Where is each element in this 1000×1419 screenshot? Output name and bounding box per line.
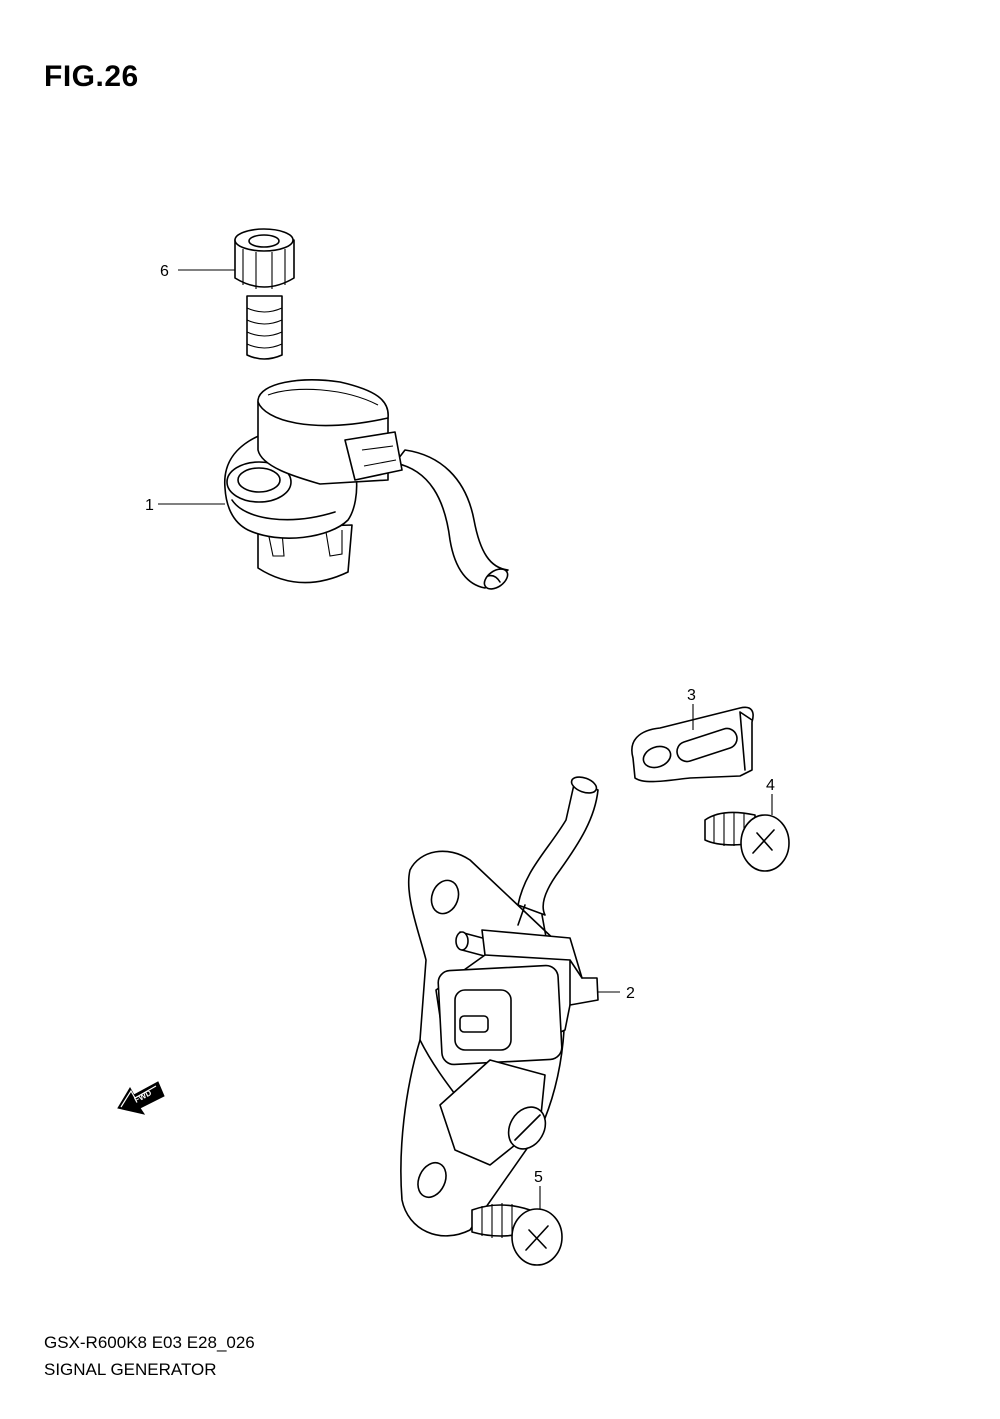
part-4-screw: [704, 811, 790, 872]
part-6-bolt: [234, 228, 295, 360]
callout-1: 1: [145, 497, 154, 514]
callout-6: 6: [160, 263, 169, 280]
part-1-sensor: [224, 379, 509, 590]
part-5-screw: [471, 1203, 563, 1266]
part-3-bracket: [631, 706, 754, 783]
callout-5: 5: [534, 1169, 543, 1186]
fwd-direction-arrow-icon: FWD: [117, 1081, 165, 1115]
model-code: GSX-R600K8 E03 E28_026: [44, 1333, 255, 1352]
callout-4: 4: [766, 777, 775, 794]
part-2-signal-generator: [400, 776, 599, 1237]
diagram-name: SIGNAL GENERATOR: [44, 1360, 217, 1379]
figure-title: FIG.26: [44, 60, 139, 93]
callout-leaders: [158, 269, 773, 1209]
callout-2: 2: [626, 985, 635, 1002]
callout-3: 3: [687, 687, 696, 704]
